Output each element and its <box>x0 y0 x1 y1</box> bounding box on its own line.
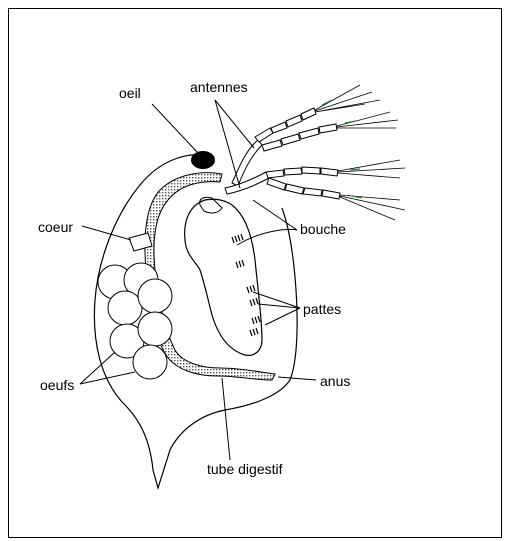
leg-bristles <box>232 234 260 336</box>
label-bouche: bouche <box>300 222 346 236</box>
antenna-upper-setae <box>315 85 398 128</box>
label-tube-digestif: tube digestif <box>207 462 283 476</box>
label-antennes: antennes <box>190 80 248 94</box>
label-coeur: coeur <box>38 220 73 234</box>
digestive-tube <box>145 173 275 380</box>
label-anus: anus <box>320 374 350 388</box>
eggs <box>98 263 172 379</box>
antenna-lower-setae <box>338 160 405 220</box>
label-oeil: oeil <box>119 86 141 100</box>
label-pattes: pattes <box>303 302 341 316</box>
label-oeufs: oeufs <box>40 378 74 392</box>
eye-shape <box>191 151 215 169</box>
